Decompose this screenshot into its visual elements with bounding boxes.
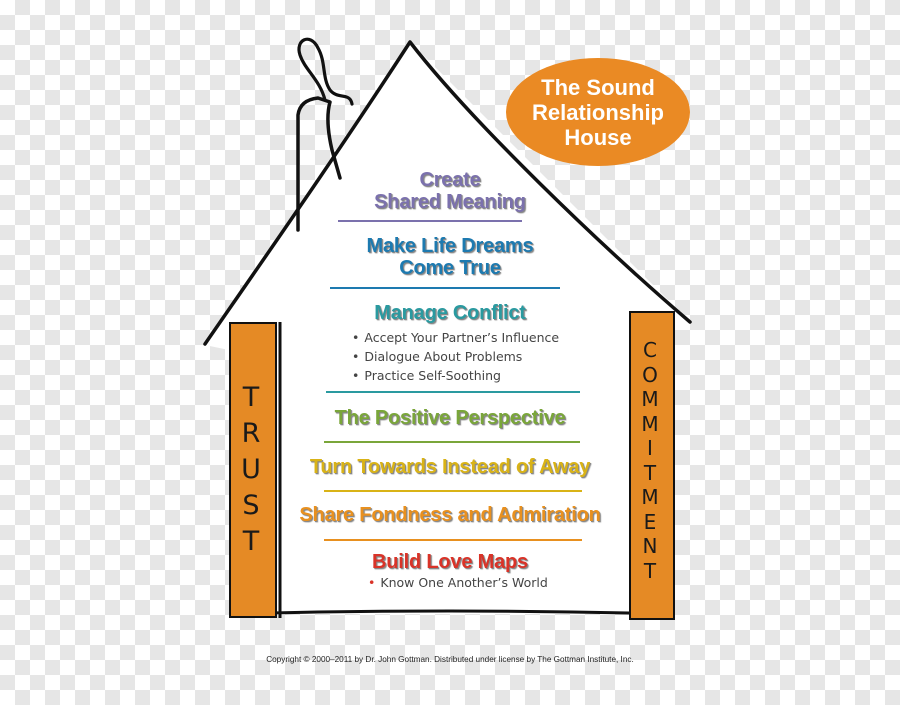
- badge-line-2: Relationship: [531, 99, 664, 125]
- trust-letter: T: [242, 382, 260, 413]
- level-divider: [338, 220, 522, 222]
- level-title: Create: [419, 169, 481, 191]
- level-title: Come True: [399, 257, 501, 279]
- bullet-dot: •: [368, 575, 376, 590]
- commitment-letter: I: [647, 436, 653, 460]
- commitment-letter: T: [643, 558, 657, 583]
- level-title: Build Love Maps: [372, 551, 528, 573]
- level-build-love-maps: Build Love Maps: [280, 551, 620, 573]
- copyright-notice: Copyright © 2000–2011 by Dr. John Gottma…: [266, 655, 634, 664]
- commitment-letter: M: [641, 411, 659, 436]
- roof-outline: [203, 40, 692, 346]
- level-divider: [324, 441, 580, 443]
- badge-line-3: House: [564, 124, 632, 150]
- commitment-pillar: [629, 311, 675, 620]
- commitment-letter: E: [643, 509, 657, 534]
- bullet-text: Dialogue About Problems: [364, 349, 523, 364]
- level-divider: [326, 391, 580, 393]
- commitment-label: C O M M I T M E N T: [629, 338, 671, 583]
- level-title: The Positive Perspective: [334, 407, 566, 429]
- level-title: Shared Meaning: [374, 191, 526, 213]
- trust-pillar: [229, 322, 277, 618]
- commitment-letter: O: [642, 362, 658, 387]
- badge-line-1: The Sound: [541, 74, 655, 100]
- bullet-text: Practice Self-Soothing: [364, 368, 501, 383]
- level-title: Turn Towards Instead of Away: [309, 456, 591, 478]
- level-make-life-dreams: Make Life Dreams Come True: [280, 235, 620, 279]
- bullet-item: • Practice Self-Soothing: [352, 369, 501, 383]
- commitment-letter: C: [643, 338, 657, 362]
- level-title: Make Life Dreams: [366, 235, 534, 257]
- house-interior: [205, 42, 690, 614]
- level-divider: [324, 490, 582, 492]
- title-badge: The Sound Relationship House: [506, 58, 690, 166]
- bullet-item: • Dialogue About Problems: [352, 350, 522, 364]
- bullet-dot: •: [352, 349, 360, 364]
- commitment-letter: T: [643, 460, 657, 485]
- level-title: Manage Conflict: [374, 302, 526, 324]
- level-manage-conflict: Manage Conflict: [280, 302, 620, 324]
- bullet-text: Know One Another’s World: [380, 575, 548, 590]
- commitment-letter: M: [641, 387, 659, 411]
- level-divider: [324, 539, 582, 541]
- level-create-shared-meaning: Create Shared Meaning: [280, 169, 620, 213]
- trust-letter: R: [241, 418, 261, 449]
- trust-letter: U: [241, 454, 261, 485]
- bullet-text: Accept Your Partner’s Influence: [364, 330, 560, 345]
- floor-line: [228, 609, 672, 616]
- level-share-fondness: Share Fondness and Admiration: [280, 504, 620, 526]
- commitment-letter: N: [642, 534, 658, 558]
- commitment-letter: M: [641, 485, 659, 509]
- level-title: Share Fondness and Admiration: [299, 504, 601, 526]
- trust-letter: S: [242, 490, 260, 521]
- level-turn-towards: Turn Towards Instead of Away: [280, 456, 620, 478]
- bullet-item: • Accept Your Partner’s Influence: [352, 331, 559, 345]
- level-divider: [330, 287, 560, 289]
- bullet-item: • Know One Another’s World: [368, 576, 548, 590]
- trust-letter: T: [242, 526, 260, 557]
- level-positive-perspective: The Positive Perspective: [280, 407, 620, 429]
- trust-label: T R U S T: [229, 380, 273, 560]
- bullet-dot: •: [352, 330, 360, 345]
- bullet-dot: •: [352, 368, 360, 383]
- chimney-smoke: [297, 37, 354, 106]
